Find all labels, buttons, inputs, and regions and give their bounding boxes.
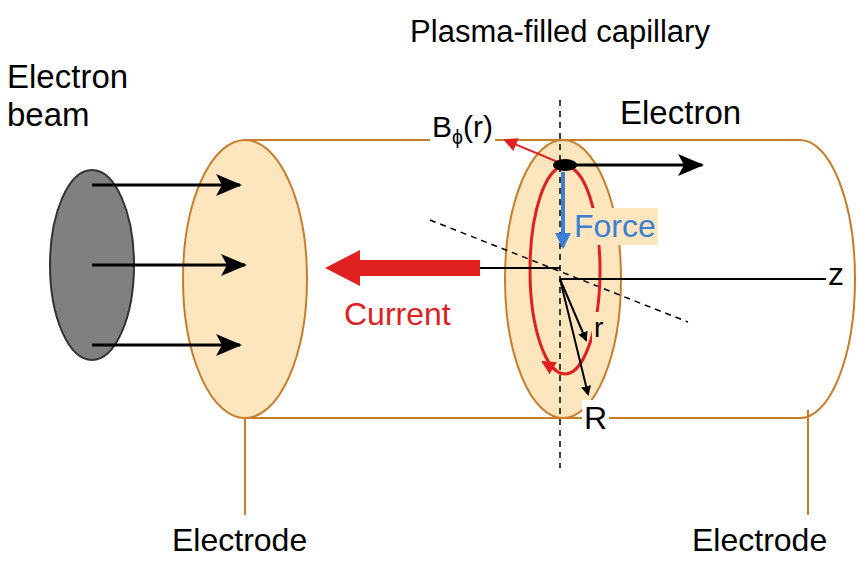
field-label: Bϕ(r) xyxy=(430,110,495,148)
current-line xyxy=(480,267,560,269)
beam-arrow xyxy=(92,264,245,267)
radius-label: r xyxy=(592,312,605,344)
radius-label: R xyxy=(582,400,609,437)
electrode-label: Electrode xyxy=(690,522,829,559)
beam-arrow xyxy=(92,184,240,187)
diagram-title: Plasma-filled capillary xyxy=(410,14,710,50)
field-loop xyxy=(530,166,600,374)
beam-arrow xyxy=(92,344,240,347)
field-loop-head xyxy=(543,362,556,370)
capillary-wall xyxy=(245,417,800,419)
electrode-label: Electrode xyxy=(170,522,309,559)
electron-dot xyxy=(553,159,577,171)
electrode-face xyxy=(183,140,307,418)
current-label: Current xyxy=(342,296,453,333)
electron-label: Electron xyxy=(618,94,743,132)
force-arrow xyxy=(561,172,565,247)
z-axis xyxy=(560,278,842,280)
electron-arrow xyxy=(565,164,702,167)
capillary-wall xyxy=(245,139,800,141)
axis-label: z xyxy=(826,256,846,293)
R-arrow xyxy=(560,279,588,394)
electrode-wire xyxy=(244,418,246,515)
beam-label: Electron beam xyxy=(5,58,159,134)
current-arrow xyxy=(355,260,480,276)
current-arrow-head xyxy=(325,250,360,286)
electrode-wire xyxy=(807,410,809,515)
force-label: Force xyxy=(572,208,658,245)
